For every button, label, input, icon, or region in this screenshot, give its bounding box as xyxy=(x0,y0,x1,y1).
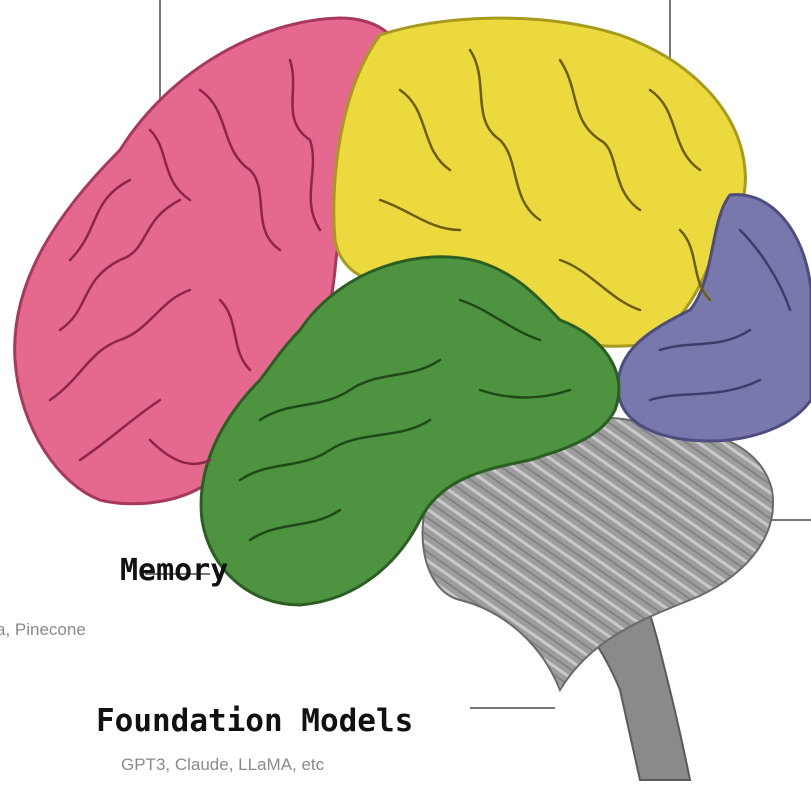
foundation-models-examples: GPT3, Claude, LLaMA, etc xyxy=(121,755,324,775)
memory-examples: a, Pinecone xyxy=(0,620,86,640)
foundation-models-label: Foundation Models xyxy=(96,703,413,739)
memory-label: Memory xyxy=(120,553,228,588)
